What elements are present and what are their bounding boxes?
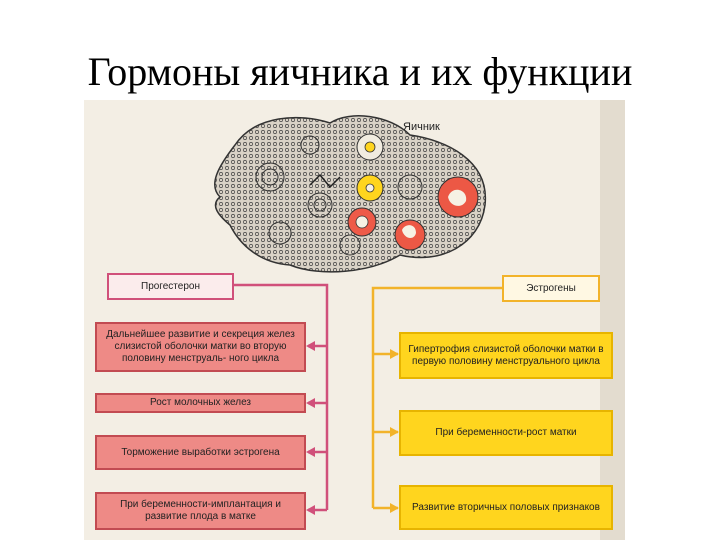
ovary-illustration bbox=[214, 115, 486, 273]
estrogen-function-1: Гипертрофия слизистой оболочки матки в п… bbox=[399, 332, 613, 379]
estrogen-function-3: Развитие вторичных половых признаков bbox=[399, 485, 613, 530]
ovary-label: Яичник bbox=[403, 121, 440, 133]
function-text: При беременности-имплантация и развитие … bbox=[120, 499, 281, 522]
function-text: Рост молочных желез bbox=[149, 397, 252, 408]
progesterone-header: Прогестерон bbox=[107, 273, 234, 300]
function-text: Развитие вторичных половых признаков bbox=[412, 501, 600, 513]
estrogen-function-2: При беременности-рост матки bbox=[399, 410, 613, 456]
function-text: Торможение выработки эстрогена bbox=[121, 446, 280, 458]
progesterone-function-3: Торможение выработки эстрогена bbox=[95, 435, 306, 470]
function-text: Гипертрофия слизистой оболочки матки в п… bbox=[408, 343, 604, 367]
slide-title: Гормоны яичника и их функции bbox=[87, 49, 633, 94]
progesterone-function-4: При беременности-имплантация и развитие … bbox=[95, 492, 306, 530]
function-text: При беременности-рост матки bbox=[435, 427, 577, 438]
scan-edge-shadow bbox=[600, 100, 625, 540]
progesterone-function-2: Рост молочных желез bbox=[95, 393, 306, 413]
estrogen-header-label: Эстрогены bbox=[526, 282, 576, 294]
estrogen-header: Эстрогены bbox=[502, 275, 600, 302]
function-text: Дальнейшее развитие и секреция желез сли… bbox=[106, 329, 295, 364]
progesterone-function-1: Дальнейшее развитие и секреция желез сли… bbox=[95, 322, 306, 372]
progesterone-header-label: Прогестерон bbox=[141, 280, 200, 292]
